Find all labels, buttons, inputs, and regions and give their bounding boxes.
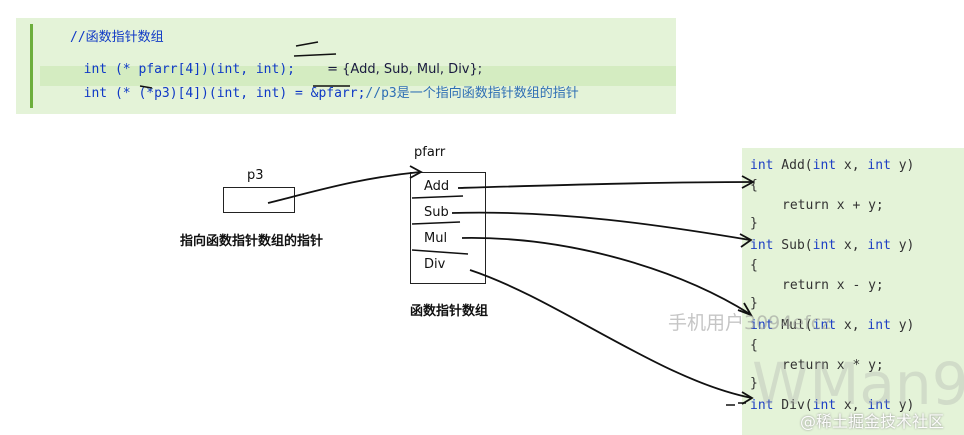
code-comment: //函数指针数组 [70,30,164,45]
pfarr-cell-mul: Mul [424,231,448,246]
arrow-sub [451,211,751,241]
p3-box [223,187,295,213]
arrow-div [469,269,753,399]
fn-sub-close: } [750,296,758,311]
cell-sep-3 [411,249,469,255]
arrowhead-p3 [409,165,423,179]
function-panel: int Add(int x, int y) { return x + y; } … [742,148,964,435]
fn-sub-body: return x - y; [782,278,884,293]
p3-caption: 指向函数指针数组的指针 [180,234,324,249]
watermark-brand: @稀土掘金技术社区 [800,412,945,431]
fn-mul-body: return x * y; [782,358,884,373]
fn-div-signature: int Div(int x, int y) [750,398,915,413]
arrowhead-mul [737,302,754,317]
fn-sub-open: { [750,258,758,273]
code-line-1-decl: int (* pfarr[4])(int, int); [83,62,295,77]
code-line-2-comment: //p3是一个指向函数指针数组的指针 [365,86,579,101]
watermark-big: WMan99c [752,350,964,418]
pfarr-cell-sub: Sub [424,205,449,220]
code-highlight-line [40,66,676,86]
pfarr-cell-div: Div [424,257,446,272]
underline-mark-1 [295,41,319,47]
fn-mul-signature: int Mul(int x, int y) [750,318,915,333]
p3-label: p3 [247,168,264,183]
arrowhead-add [741,175,755,189]
fn-add-close: } [750,216,758,231]
dash-div [726,402,746,406]
arrowhead-div [741,391,754,405]
pfarr-label: pfarr [414,145,446,160]
cell-sep-1 [411,195,464,199]
arrow-add [457,181,753,189]
underline-mark-3 [139,85,153,89]
code-panel [16,18,676,114]
pfarr-cell-add: Add [424,179,450,194]
arrow-mul [461,237,751,315]
watermark-author: 手机用户3094efcz [668,312,832,334]
pfarr-box [410,172,486,284]
fn-mul-close: } [750,376,758,391]
cell-sep-2 [411,221,461,225]
code-line-1-init: = {Add, Sub, Mul, Div}; [322,62,483,77]
fn-add-signature: int Add(int x, int y) [750,158,915,173]
fn-sub-signature: int Sub(int x, int y) [750,238,915,253]
code-stripe [30,24,33,108]
arrowhead-sub [739,233,753,248]
code-line-1: int (* pfarr[4])(int, int); = {Add, Sub,… [68,47,483,77]
fn-mul-open: { [750,338,758,353]
code-line-2-decl: int (* (*p3)[4])(int, int) = &pfarr; [83,86,366,101]
fn-add-open: { [750,178,758,193]
underline-mark-2 [293,53,337,57]
code-line-2: int (* (*p3)[4])(int, int) = &pfarr;//p3… [68,67,579,101]
arrow-p3-to-pfarr [267,171,421,204]
fn-add-body: return x + y; [782,198,884,213]
pfarr-caption: 函数指针数组 [410,304,489,319]
